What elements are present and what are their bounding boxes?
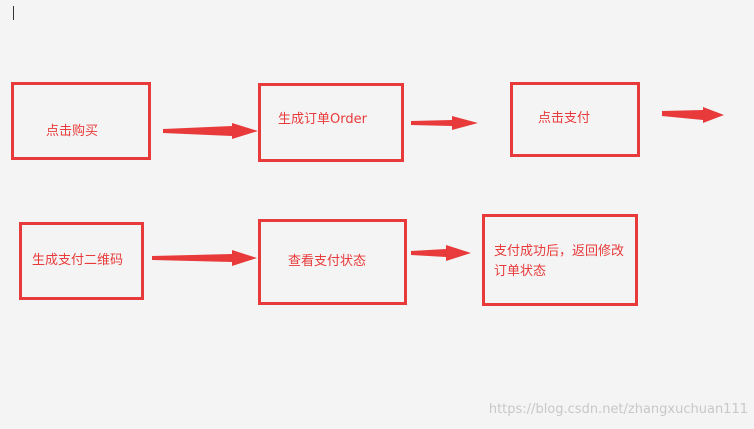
step-label-click-pay: 点击支付 [538, 111, 591, 126]
step-label-click-buy: 点击购买 [46, 124, 99, 139]
step-box-click-buy: 点击购买 [11, 82, 151, 160]
step-box-generate-qrcode: 生成支付二维码 [19, 222, 144, 300]
step-box-create-order: 生成订单Order [258, 83, 404, 162]
step-box-update-order: 支付成功后，返回修改订单状态 [482, 214, 638, 306]
arrow-2 [411, 116, 478, 130]
step-box-check-status: 查看支付状态 [258, 219, 407, 305]
arrow-4 [152, 250, 257, 266]
step-label-create-order: 生成订单Order [278, 112, 367, 127]
step-label-update-order: 支付成功后，返回修改订单状态 [494, 244, 625, 279]
arrow-5 [411, 245, 471, 261]
step-label-generate-qrcode: 生成支付二维码 [32, 253, 124, 268]
arrow-1 [163, 123, 258, 139]
arrow-3 [662, 107, 724, 123]
text-cursor [13, 6, 14, 20]
step-label-check-status: 查看支付状态 [288, 254, 367, 269]
watermark-url: https://blog.csdn.net/zhangxuchuan111 [488, 402, 748, 417]
step-box-click-pay: 点击支付 [510, 82, 640, 157]
